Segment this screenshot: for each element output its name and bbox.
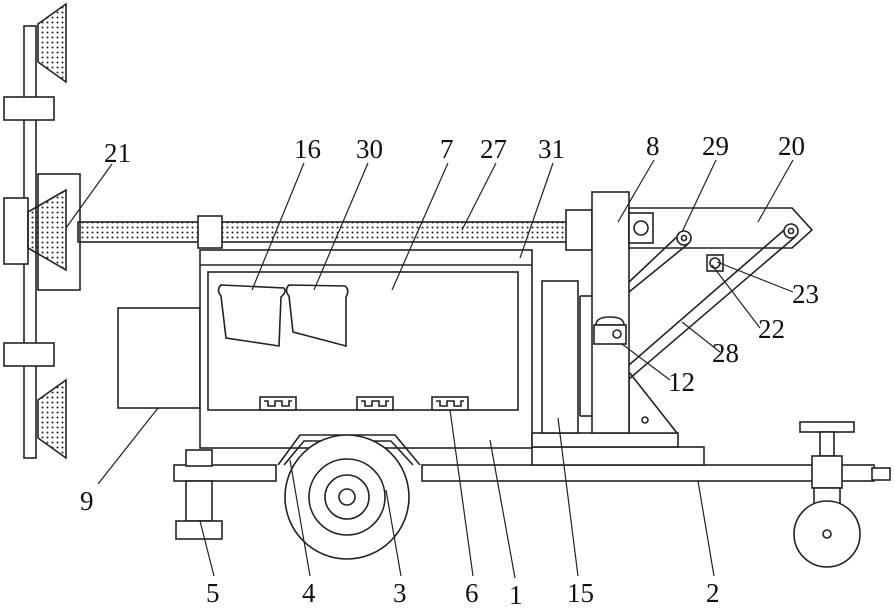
label-22: 22 — [758, 314, 785, 344]
main-cabinet — [200, 250, 532, 448]
horizontal-boom — [78, 210, 592, 250]
label-31: 31 — [538, 134, 565, 164]
label-30: 30 — [356, 134, 383, 164]
support-leg — [176, 450, 222, 539]
fixing-clips — [260, 397, 468, 410]
chassis-frame — [174, 465, 890, 481]
generator-box — [118, 308, 200, 408]
wheel-assembly — [278, 435, 420, 559]
label-4: 4 — [302, 578, 316, 608]
label-5: 5 — [206, 578, 220, 608]
label-27: 27 — [480, 134, 507, 164]
label-16: 16 — [294, 134, 321, 164]
label-3: 3 — [393, 578, 407, 608]
control-box — [542, 281, 578, 433]
jack-wheel — [794, 422, 860, 567]
label-8: 8 — [646, 131, 660, 161]
label-21: 21 — [104, 138, 131, 168]
label-7: 7 — [440, 134, 454, 164]
label-15: 15 — [567, 578, 594, 608]
label-29: 29 — [702, 131, 729, 161]
label-6: 6 — [465, 578, 479, 608]
label-12: 12 — [668, 367, 695, 397]
label-28: 28 — [712, 338, 739, 368]
lamp-mast — [4, 4, 80, 458]
label-20: 20 — [778, 131, 805, 161]
drive-motor — [594, 317, 626, 344]
label-2: 2 — [706, 578, 720, 608]
label-23: 23 — [792, 279, 819, 309]
label-9: 9 — [80, 486, 94, 516]
label-1: 1 — [509, 580, 523, 609]
